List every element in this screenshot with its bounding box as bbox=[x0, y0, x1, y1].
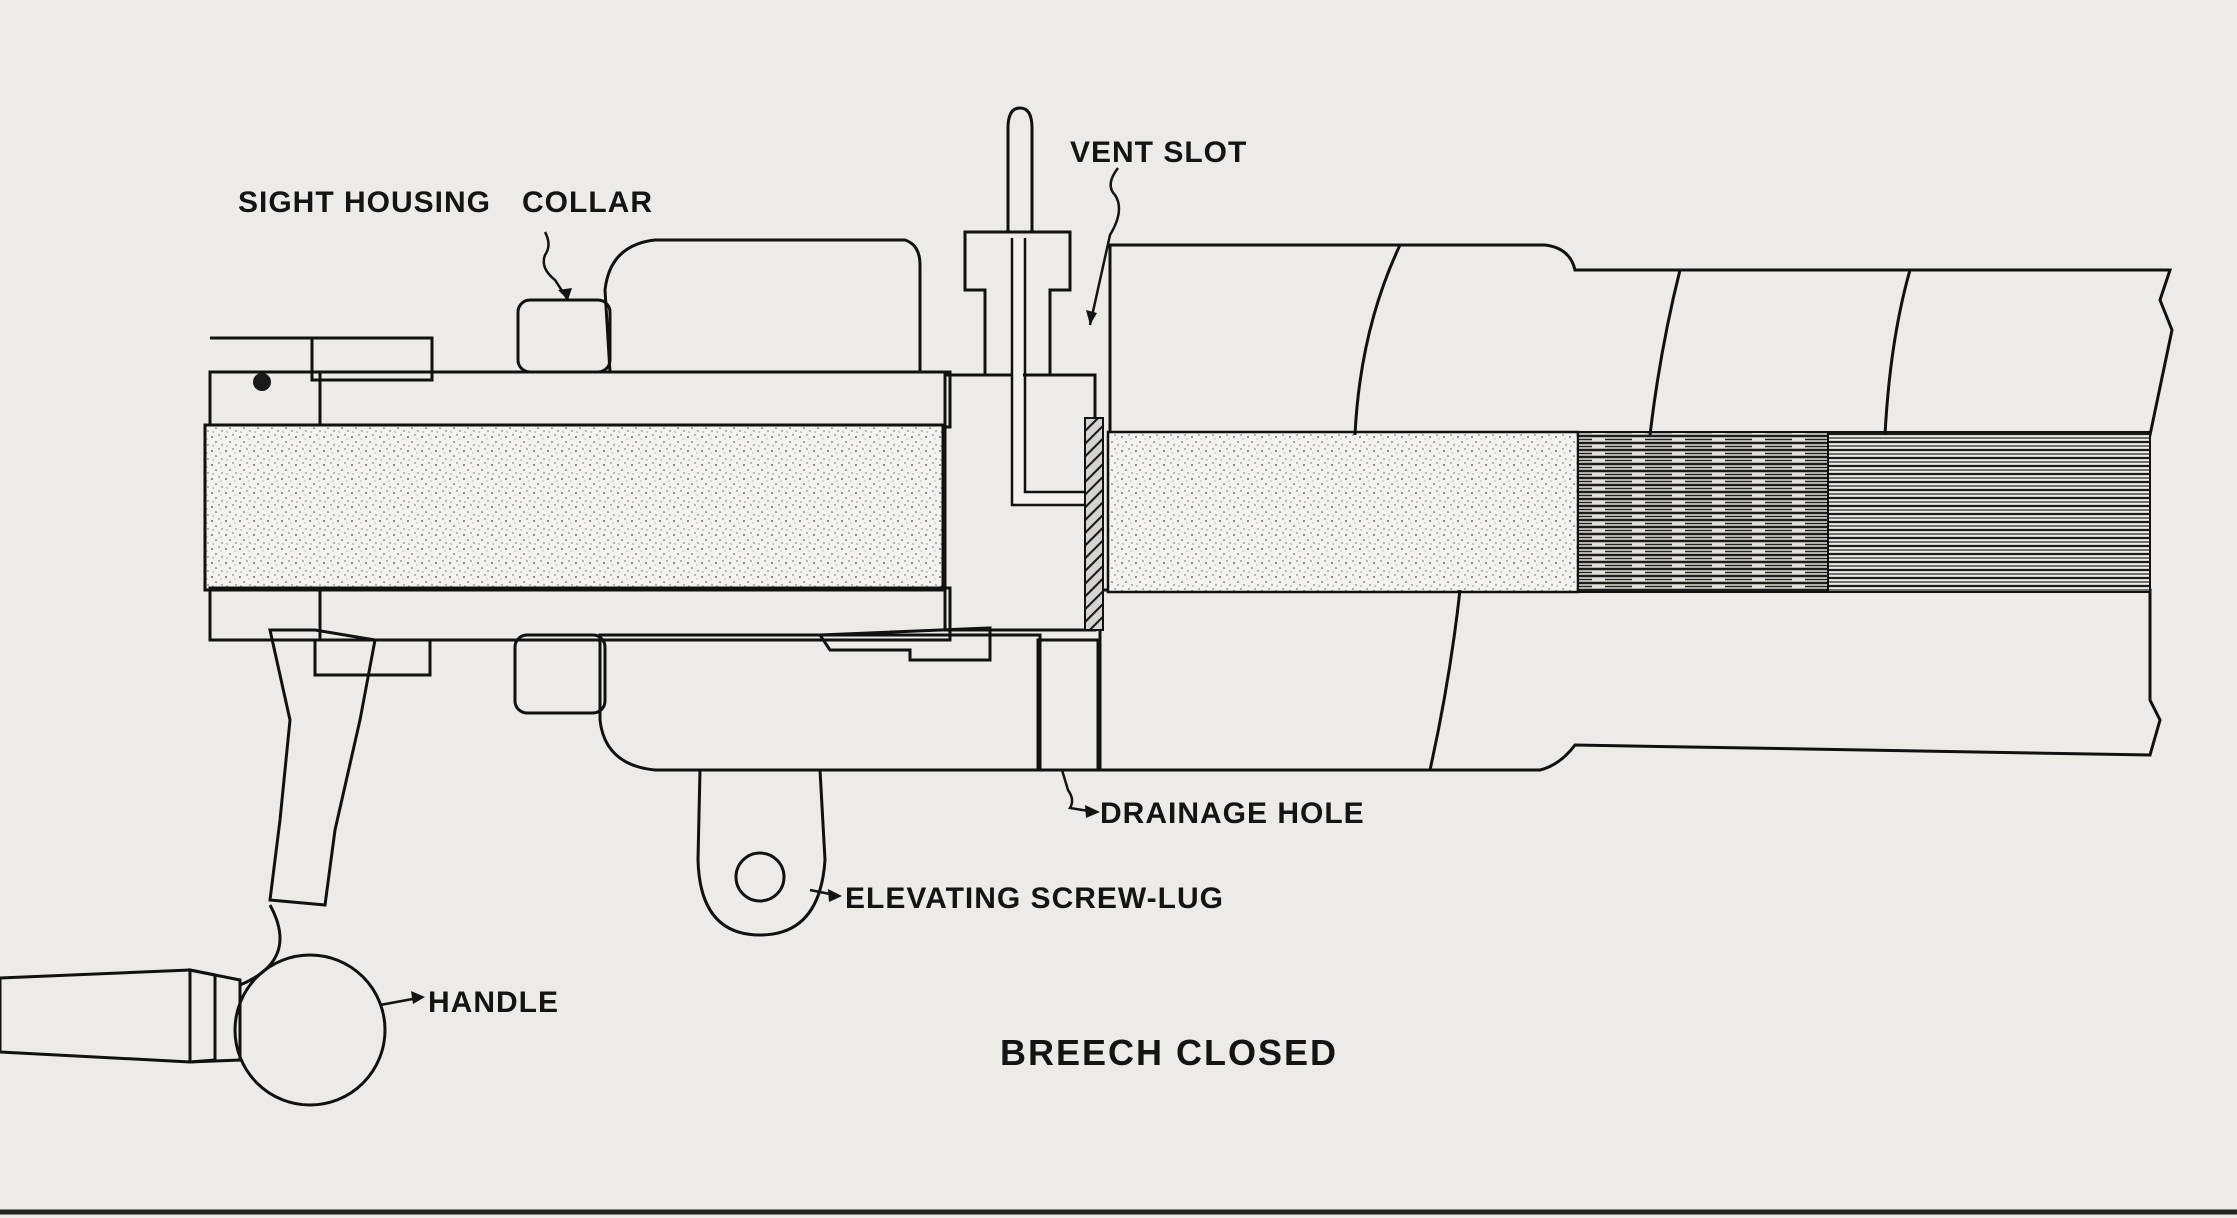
breech-block bbox=[817, 106, 1104, 772]
label-sight-housing: SIGHT HOUSING bbox=[238, 186, 491, 219]
breech-plug bbox=[203, 336, 952, 677]
handle bbox=[0, 628, 387, 1107]
rifling-grooves bbox=[1827, 431, 2151, 593]
breech-plug-bore bbox=[203, 423, 945, 592]
drainage-hole-part bbox=[1036, 638, 1100, 772]
o-ring-seal bbox=[253, 373, 271, 391]
rifling-transition bbox=[1577, 431, 1829, 593]
leader-lines bbox=[379, 167, 1121, 1007]
elevating-screw-lug bbox=[696, 768, 827, 937]
label-collar: COLLAR bbox=[522, 186, 653, 219]
figure-title: BREECH CLOSED bbox=[1000, 1032, 1338, 1073]
label-handle: HANDLE bbox=[428, 986, 559, 1019]
barrel bbox=[1098, 243, 2174, 772]
chamber-bore bbox=[1106, 430, 1580, 594]
label-drainage-hole: DRAINAGE HOLE bbox=[1100, 797, 1365, 830]
label-elevating-screw-lug: ELEVATING SCREW-LUG bbox=[845, 882, 1224, 915]
label-vent-slot: VENT SLOT bbox=[1070, 136, 1247, 169]
firing-pin bbox=[1006, 106, 1034, 234]
